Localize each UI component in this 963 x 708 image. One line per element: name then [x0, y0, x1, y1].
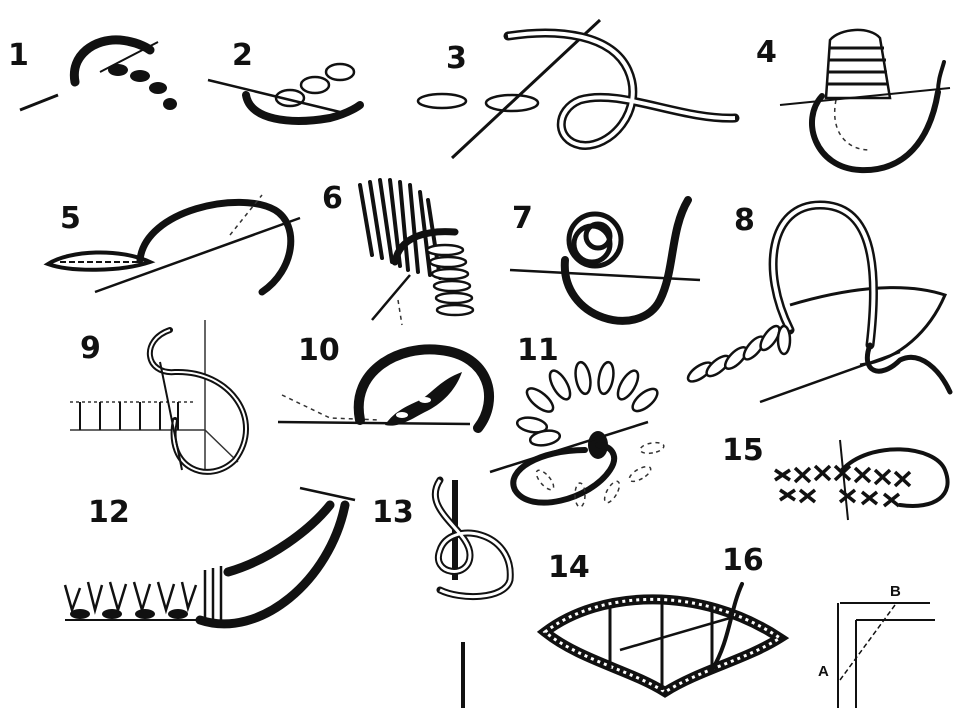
stitch-number-7: 7: [512, 201, 533, 236]
stitch-4-illustration: 4: [756, 30, 950, 170]
stitch-number-16: 16: [722, 543, 764, 578]
stitch-number-1: 1: [8, 38, 29, 73]
stitch-number-14: 14: [548, 550, 590, 585]
stitch-number-8: 8: [734, 203, 755, 238]
stitch-number-13: 13: [372, 495, 414, 530]
stitch-11-illustration: 11: [490, 333, 665, 507]
stitch-number-2: 2: [232, 38, 253, 73]
corner-label-a: A: [818, 663, 829, 680]
stitch-10-illustration: 10: [278, 333, 489, 428]
stitch-5-illustration: 5: [48, 195, 300, 292]
stitch-number-3: 3: [446, 41, 467, 76]
stitch-2-illustration: 2: [208, 38, 360, 121]
stitch-1-illustration: 1: [8, 38, 177, 110]
stitch-12-illustration: 12: [65, 488, 355, 624]
corner-label-b: B: [890, 583, 901, 600]
stitch-number-6: 6: [322, 181, 343, 216]
stitch-3-illustration: 3: [418, 20, 735, 158]
stitch-15-illustration: 15: [722, 433, 948, 520]
stitch-8-illustration: 8: [685, 203, 950, 402]
stitch-number-4: 4: [756, 35, 777, 70]
stitch-number-10: 10: [298, 333, 340, 368]
stitch-number-9: 9: [80, 331, 101, 366]
stitch-number-5: 5: [60, 201, 81, 236]
stitch-number-12: 12: [88, 495, 130, 530]
stitch-6-illustration: 6: [322, 180, 473, 325]
stitch-number-15: 15: [722, 433, 764, 468]
stitch-9-illustration: 9: [70, 320, 246, 472]
stitch-number-11: 11: [517, 333, 559, 368]
stitch-7-illustration: 7: [510, 200, 700, 321]
stitch-13-illustration: 13: [372, 480, 510, 708]
